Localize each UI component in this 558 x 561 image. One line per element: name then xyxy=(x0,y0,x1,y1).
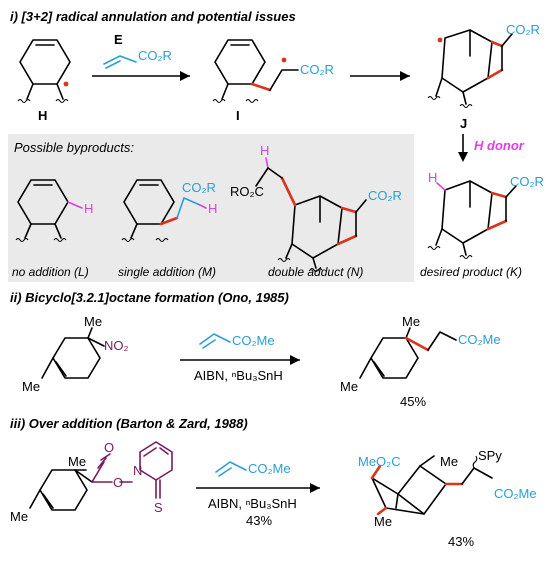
iii-conditions: AIBN, ⁿBu₃SnH xyxy=(208,496,297,511)
compound-N-structure xyxy=(255,157,367,273)
iii-product-spy: SPy xyxy=(478,448,502,463)
panel-ii-starting-material xyxy=(41,327,105,379)
iii-sm-o-ester: O xyxy=(113,475,123,490)
ii-sm-no2: NO₂ xyxy=(104,338,129,353)
iii-sm-me-bottom: Me xyxy=(10,509,28,524)
N-group-left: RO₂C xyxy=(230,184,264,199)
panel-iii-product xyxy=(370,455,493,516)
M-H-atom: H xyxy=(208,201,217,216)
iii-product-me-top: Me xyxy=(440,454,458,469)
ii-reagent: CO₂Me xyxy=(232,333,275,348)
compound-H-structure xyxy=(17,39,71,104)
ii-sm-me-top: Me xyxy=(84,314,102,329)
compound-I-label: I xyxy=(236,108,240,123)
iii-sm-s: S xyxy=(154,500,163,515)
N-group-right: CO₂R xyxy=(368,188,402,203)
K-H-atom: H xyxy=(428,170,437,185)
ii-acrylate xyxy=(199,333,231,345)
iii-acrylate xyxy=(215,461,247,473)
label-M: single addition (M) xyxy=(118,265,216,279)
compound-J-label: J xyxy=(460,116,467,131)
iii-sm-o-carbonyl: O xyxy=(104,440,114,455)
label-K: desired product (K) xyxy=(420,265,522,279)
panel-ii-title: ii) Bicyclo[3.2.1]octane formation (Ono,… xyxy=(10,290,289,305)
K-group: CO₂R xyxy=(510,174,544,189)
iii-product-me-bottom: Me xyxy=(374,514,392,529)
ii-product-me-bottom: Me xyxy=(340,379,358,394)
acrylate-reagent xyxy=(103,55,137,65)
h-donor-label: H donor xyxy=(474,138,525,153)
ii-product-me-top: Me xyxy=(402,314,420,329)
label-N: double adduct (N) xyxy=(268,265,363,279)
reagent-E-group: CO₂R xyxy=(138,48,172,63)
compound-H-label: H xyxy=(38,108,47,123)
iii-product-co2me: CO₂Me xyxy=(494,486,537,501)
ii-yield: 45% xyxy=(400,394,426,409)
label-L: no addition (L) xyxy=(12,265,89,279)
radical-dot xyxy=(63,81,69,87)
panel-i-title: i) [3+2] radical annulation and potentia… xyxy=(10,9,296,24)
ii-conditions: AIBN, ⁿBu₃SnH xyxy=(194,368,283,383)
M-group: CO₂R xyxy=(182,180,216,195)
compound-L-structure xyxy=(15,179,83,243)
L-H-atom: H xyxy=(84,201,93,216)
ii-sm-me-bottom: Me xyxy=(22,379,40,394)
panel-iii-title: iii) Over addition (Barton & Zard, 1988) xyxy=(10,416,248,431)
reagent-E-label: E xyxy=(114,32,123,47)
N-H-atom: H xyxy=(260,143,269,158)
iii-product-meo2c: MeO₂C xyxy=(358,454,401,469)
panel-iii-starting-material xyxy=(29,441,173,511)
iii-sm-me-top: Me xyxy=(68,454,86,469)
iii-sm-n: N xyxy=(133,463,142,478)
panel-ii-product xyxy=(359,327,457,379)
compound-J-structure xyxy=(427,29,513,109)
iii-reagent: CO₂Me xyxy=(248,461,291,476)
ii-product-co2me: CO₂Me xyxy=(458,332,501,347)
compound-I-group: CO₂R xyxy=(300,62,334,77)
compound-M-structure xyxy=(121,179,207,243)
compound-K-structure xyxy=(427,180,517,260)
iii-conditions-yield: 43% xyxy=(246,513,272,528)
byproducts-header: Possible byproducts: xyxy=(14,140,134,155)
compound-J-group: CO₂R xyxy=(506,22,540,37)
iii-yield: 43% xyxy=(448,534,474,549)
compound-I-structure xyxy=(212,39,299,104)
